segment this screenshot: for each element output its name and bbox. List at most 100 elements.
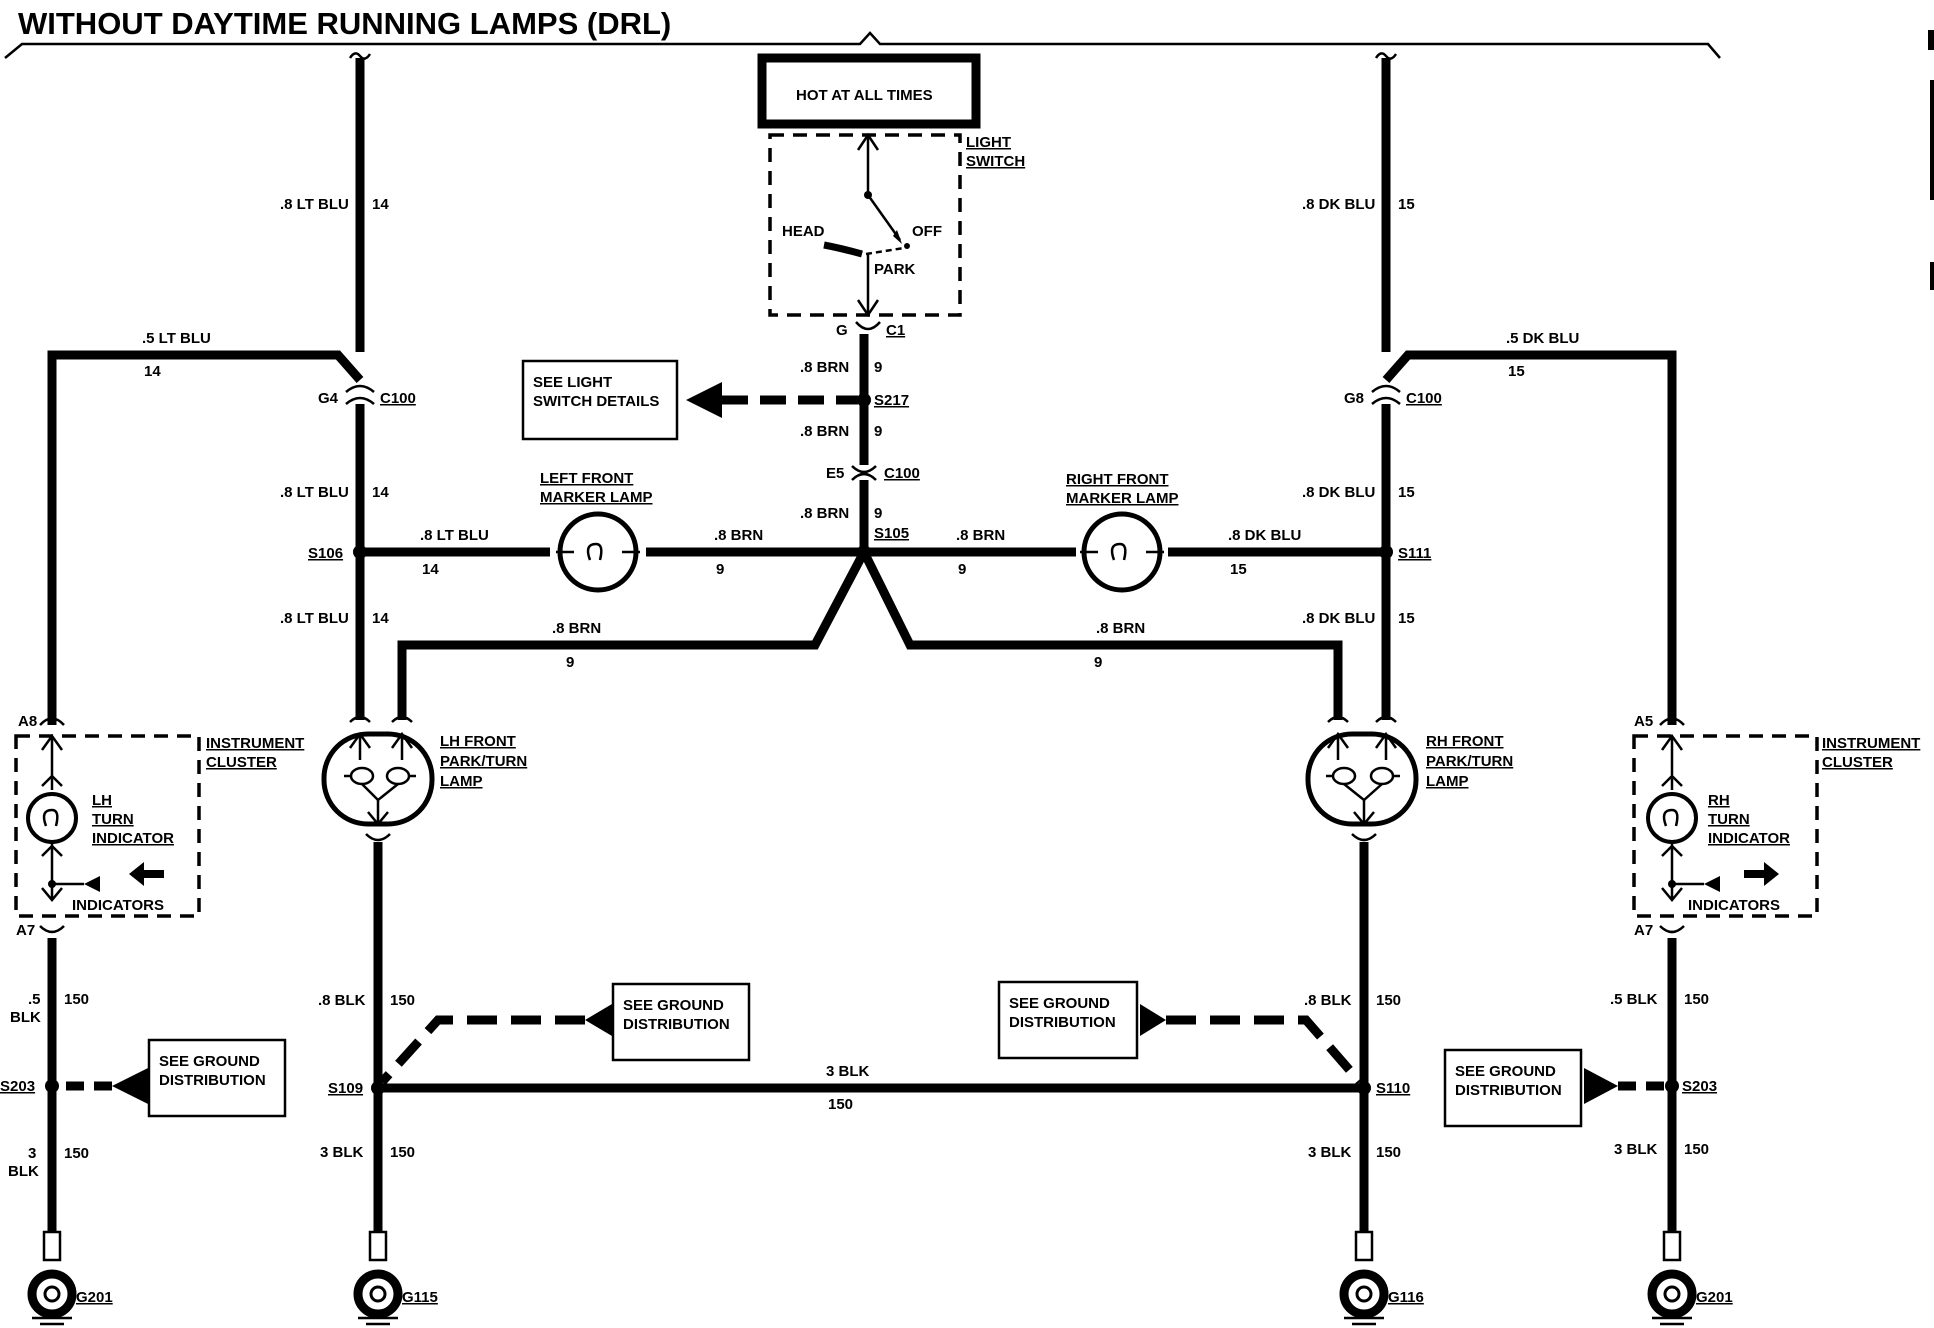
right-indicators-label: INDICATORS xyxy=(1688,897,1780,914)
center-c100-label: C100 xyxy=(884,465,920,482)
right-gnd-wire-num: 150 xyxy=(1376,1144,1401,1161)
title-rule xyxy=(4,31,1721,59)
right-cluster-wire-label: .5 BLK xyxy=(1610,991,1658,1008)
left-park-label-3: LAMP xyxy=(440,773,483,790)
right-cluster-see-ground-box xyxy=(1443,1048,1583,1128)
g201-right-ground-symbol xyxy=(1652,1316,1692,1326)
edge-mark-1 xyxy=(1928,30,1934,50)
left-marker-wire-num: 14 xyxy=(422,561,439,578)
g115-lug-hole xyxy=(369,1285,387,1303)
light-switch-box xyxy=(768,133,962,317)
right-see-ground-line2: DISTRIBUTION xyxy=(1009,1014,1116,1031)
see-switch-arrow xyxy=(686,382,722,418)
right-top-wire-label: .8 DK BLU xyxy=(1302,196,1375,213)
left-gnd-wire-label: 3 BLK xyxy=(320,1144,364,1161)
c100-center-connector-top xyxy=(851,465,877,474)
splice-s203-left xyxy=(45,1079,59,1093)
switch-park-link xyxy=(865,246,905,256)
left-cluster-wire-b: BLK xyxy=(10,1009,41,1026)
right-park-conn-out xyxy=(1351,833,1377,842)
right-park-label-3: LAMP xyxy=(1426,773,1469,790)
left-see-ground-arrow xyxy=(585,1004,612,1036)
left-park-conn-b xyxy=(391,715,413,723)
left-branch-wire-label: .5 LT BLU xyxy=(142,330,211,347)
see-switch-details-box xyxy=(521,359,679,441)
c1-connector xyxy=(855,321,881,331)
splice-s111-label: S111 xyxy=(1398,545,1431,562)
right-low-wire-label: .8 DK BLU xyxy=(1302,610,1375,627)
splice-s110 xyxy=(1357,1081,1371,1095)
left-turn-indicator-filament xyxy=(42,808,59,827)
left-cluster-label-1: INSTRUMENT xyxy=(206,735,304,752)
left-turn-indicator-bulb xyxy=(26,792,78,844)
left-blu-break xyxy=(348,52,372,60)
see-switch-line1: SEE LIGHT xyxy=(533,374,612,391)
right-park-turn-lamp xyxy=(1305,731,1419,827)
right-cluster-input-lines xyxy=(1660,733,1684,790)
right-c100-connector-top xyxy=(1371,384,1401,393)
right-cluster-gnd-num: 150 xyxy=(1684,1141,1709,1158)
switch-out-arrow xyxy=(856,299,880,318)
g115-ground-symbol xyxy=(358,1316,398,1326)
left-c100-connector-bottom xyxy=(345,396,375,405)
left-cluster-see-ground-line1: SEE GROUND xyxy=(159,1053,260,1070)
switch-head-label: HEAD xyxy=(782,223,825,240)
left-low-wire-label: .8 LT BLU xyxy=(280,610,349,627)
right-see-ground-line1: SEE GROUND xyxy=(1009,995,1110,1012)
switch-park-label: PARK xyxy=(874,261,916,278)
g201-left-lug-neck xyxy=(42,1230,62,1262)
left-c100-label: C100 xyxy=(380,390,416,407)
left-cluster-gnd-b: BLK xyxy=(8,1163,39,1180)
right-marker-label-1: RIGHT FRONT xyxy=(1066,471,1169,488)
right-marker-brn-label: .8 BRN xyxy=(956,527,1005,544)
splice-s217-label: S217 xyxy=(874,392,909,409)
splice-s106-label: S106 xyxy=(308,545,343,562)
right-marker-brn-num: 9 xyxy=(958,561,966,578)
splice-s217 xyxy=(857,393,871,407)
left-cluster-see-ground-line2: DISTRIBUTION xyxy=(159,1072,266,1089)
right-park-gnd-wire-num: 150 xyxy=(1376,992,1401,1009)
right-cluster-a7-pin: A7 xyxy=(1634,922,1653,939)
right-diag-wire-label: .8 BRN xyxy=(1096,620,1145,637)
left-mid-wire-num: 14 xyxy=(372,484,389,501)
right-park-filament-links xyxy=(1326,774,1400,802)
g201-left-lug-hole xyxy=(43,1285,61,1303)
switch-blade xyxy=(866,194,902,241)
center-wire1-num: 9 xyxy=(874,359,882,376)
left-branch-wire xyxy=(47,350,364,725)
left-see-ground-box xyxy=(611,982,751,1062)
right-indicator-label-3: INDICATOR xyxy=(1708,830,1790,847)
g201-left-ground-symbol xyxy=(32,1316,72,1326)
left-marker-label-1: LEFT FRONT xyxy=(540,470,633,487)
right-mid-wire-num: 15 xyxy=(1398,484,1415,501)
g201-right-label: G201 xyxy=(1696,1289,1733,1306)
right-branch-wire-num: 15 xyxy=(1508,363,1525,380)
left-park-filament-links xyxy=(344,774,416,802)
left-cluster-wire-num: 150 xyxy=(64,991,89,1008)
left-cluster-conn-a7 xyxy=(39,925,65,934)
right-cluster-see-ground-arrow xyxy=(1584,1068,1618,1104)
right-park-lamp-arrows xyxy=(1326,731,1398,826)
right-see-ground-dashed-wire xyxy=(1166,1015,1364,1085)
left-marker-brn-label: .8 BRN xyxy=(714,527,763,544)
left-top-wire-label: .8 LT BLU xyxy=(280,196,349,213)
left-cluster-wire-a: .5 xyxy=(28,991,41,1008)
g115-lug-neck xyxy=(368,1230,388,1262)
switch-head-contact xyxy=(823,241,863,258)
left-park-gnd-wire-label: .8 BLK xyxy=(318,992,366,1009)
left-park-label-2: PARK/TURN xyxy=(440,753,527,770)
left-park-conn-a xyxy=(349,715,371,723)
center-wire2-num: 9 xyxy=(874,423,882,440)
right-park-label-1: RH FRONT xyxy=(1426,733,1504,750)
right-branch-wire-label: .5 DK BLU xyxy=(1506,330,1579,347)
left-cluster-output-lines xyxy=(41,842,63,902)
splice-s110-label: S110 xyxy=(1376,1080,1410,1097)
splice-s203-left-label: S203 xyxy=(0,1078,35,1095)
left-low-wire-num: 14 xyxy=(372,610,389,627)
right-cluster-see-ground-line1: SEE GROUND xyxy=(1455,1063,1556,1080)
left-indicator-label-2: TURN xyxy=(92,811,134,828)
left-cluster-conn-a8 xyxy=(39,717,65,726)
splice-s203-right xyxy=(1665,1079,1679,1093)
left-diag-wire-label: .8 BRN xyxy=(552,620,601,637)
right-park-brn-wire xyxy=(859,550,1343,720)
